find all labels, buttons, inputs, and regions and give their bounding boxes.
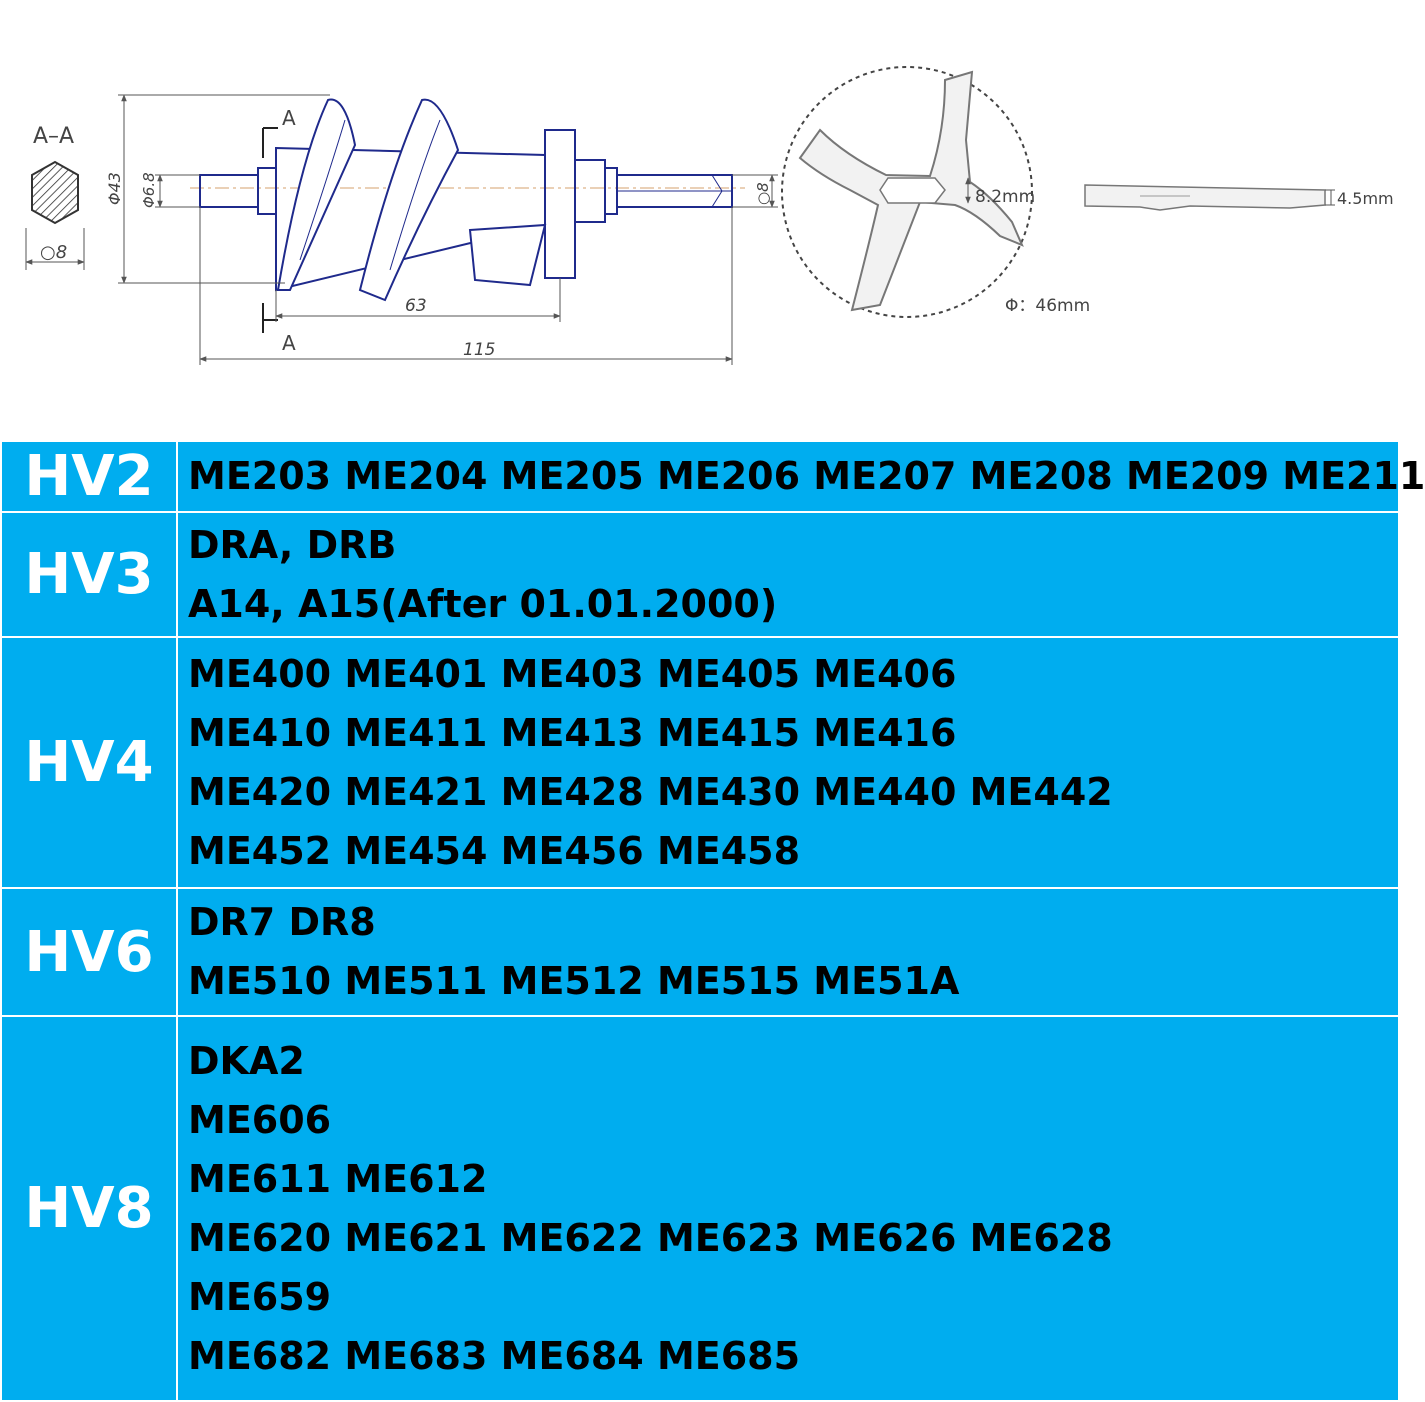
table-row-hv4: HV4 ME400 ME401 ME403 ME405 ME406 ME410 … bbox=[0, 636, 1400, 889]
dim-total-length: 115 bbox=[463, 340, 495, 360]
model-line: ME659 bbox=[188, 1274, 332, 1319]
model-list: ME203 ME204 ME205 ME206 ME207 ME208 ME20… bbox=[176, 440, 1425, 513]
table-row-hv6: HV6 DR7 DR8 ME510 ME511 ME512 ME515 ME51… bbox=[0, 887, 1400, 1017]
model-list: ME400 ME401 ME403 ME405 ME406 ME410 ME41… bbox=[176, 636, 1400, 889]
knife-detail: 8.2mm Φ：46mm bbox=[781, 66, 1090, 318]
section-label: A–A bbox=[33, 124, 74, 149]
cut-label-bottom: A bbox=[282, 331, 296, 355]
hv-label: HV3 bbox=[0, 511, 178, 638]
technical-drawing: A–A ○8 A A bbox=[0, 0, 1400, 420]
hv-label: HV2 bbox=[0, 440, 178, 513]
worm-shaft bbox=[190, 98, 745, 333]
model-line: ME452 ME454 ME456 ME458 bbox=[188, 828, 801, 873]
section-view: A–A ○8 bbox=[25, 124, 85, 270]
hv-label: HV8 bbox=[0, 1015, 178, 1402]
knife-hole-dimension: 8.2mm bbox=[975, 187, 1035, 207]
model-line: ME606 bbox=[188, 1097, 332, 1142]
table-row-hv8: HV8 DKA2 ME606 ME611 ME612 ME620 ME621 M… bbox=[0, 1015, 1400, 1402]
model-line: A14, A15(After 01.01.2000) bbox=[188, 581, 778, 626]
model-line: ME203 ME204 ME205 ME206 ME207 ME208 ME20… bbox=[188, 454, 1425, 498]
dimension-lines bbox=[118, 94, 778, 365]
model-line: ME682 ME683 ME684 ME685 bbox=[188, 1333, 801, 1378]
cut-label-top: A bbox=[282, 106, 296, 130]
model-line: ME420 ME421 ME428 ME430 ME440 ME442 bbox=[188, 769, 1113, 814]
model-list: DR7 DR8 ME510 ME511 ME512 ME515 ME51A bbox=[176, 887, 1400, 1017]
dim-body-length: 63 bbox=[405, 296, 427, 316]
hex-section-shape bbox=[31, 160, 79, 225]
compatibility-table: HV2 ME203 ME204 ME205 ME206 ME207 ME208 … bbox=[0, 440, 1425, 1402]
hex-dimension: ○8 bbox=[40, 242, 67, 263]
hv-label: HV4 bbox=[0, 636, 178, 889]
model-line: ME611 ME612 bbox=[188, 1156, 488, 1201]
model-list: DRA, DRB A14, A15(After 01.01.2000) bbox=[176, 511, 1400, 638]
model-line: DRA, DRB bbox=[188, 522, 397, 567]
model-line: ME510 ME511 ME512 ME515 ME51A bbox=[188, 959, 960, 1003]
model-line: ME620 ME621 ME622 ME623 ME626 ME628 bbox=[188, 1215, 1113, 1260]
model-line: DR7 DR8 bbox=[188, 900, 376, 944]
knife-thickness-label: 4.5mm bbox=[1337, 189, 1394, 208]
knife-hex-hole bbox=[879, 177, 946, 204]
hv-label: HV6 bbox=[0, 887, 178, 1017]
table-row-hv2: HV2 ME203 ME204 ME205 ME206 ME207 ME208 … bbox=[0, 440, 1425, 513]
knife-diameter-label: Φ：46mm bbox=[1005, 296, 1090, 316]
dim-shaft-diameter: Φ6.8 bbox=[140, 172, 158, 208]
model-line: ME400 ME401 ME403 ME405 ME406 bbox=[188, 651, 957, 696]
model-line: DKA2 bbox=[188, 1038, 305, 1083]
model-list: DKA2 ME606 ME611 ME612 ME620 ME621 ME622… bbox=[176, 1015, 1400, 1402]
model-line: ME410 ME411 ME413 ME415 ME416 bbox=[188, 710, 957, 755]
table-row-hv3: HV3 DRA, DRB A14, A15(After 01.01.2000) bbox=[0, 511, 1400, 638]
dim-overall-diameter: Φ43 bbox=[105, 172, 124, 205]
dim-end-diameter: ○8 bbox=[754, 182, 772, 205]
knife-side-view: 4.5mm bbox=[1084, 184, 1394, 211]
